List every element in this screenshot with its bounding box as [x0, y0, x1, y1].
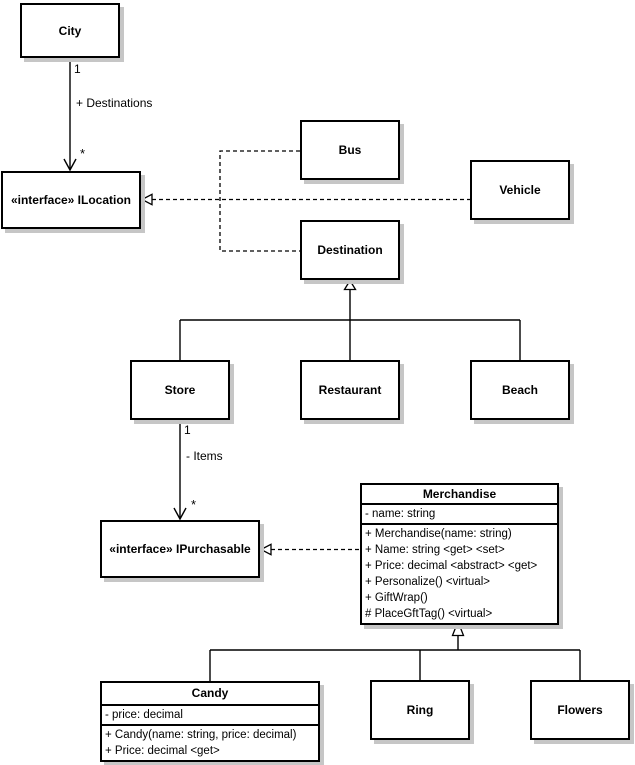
interface-box-ipurchasable[interactable]: «interface» IPurchasable — [100, 520, 260, 578]
interface-name-ilocation: «interface» ILocation — [10, 193, 132, 207]
method-row: + Price: decimal <abstract> <get> — [365, 560, 538, 572]
arrowhead-open-ilocation — [63, 158, 77, 172]
class-name-store: Store — [164, 383, 196, 397]
class-name-flowers: Flowers — [557, 703, 603, 717]
class-name-city: City — [58, 23, 82, 38]
class-title-merchandise: Merchandise — [362, 485, 557, 505]
method-row: # PlaceGftTag() <virtual> — [365, 608, 493, 620]
method-row: + Price: decimal <get> — [105, 745, 220, 757]
class-name-ring: Ring — [406, 703, 434, 717]
class-box-beach[interactable]: Beach — [470, 360, 570, 420]
attribute-row: - price: decimal — [105, 709, 183, 721]
edge-bus-branch-dashed — [219, 150, 300, 252]
interface-box-ilocation[interactable]: «interface» ILocation — [1, 171, 141, 229]
class-name-vehicle: Vehicle — [499, 183, 541, 197]
class-box-city[interactable]: City — [20, 3, 120, 58]
method-row: + Name: string <get> <set> — [365, 544, 505, 556]
class-name-destination: Destination — [317, 243, 383, 257]
method-row: + Merchandise(name: string) — [365, 528, 512, 540]
methods-compartment-merchandise: + Merchandise(name: string) + Name: stri… — [362, 525, 557, 623]
role-label-items: - Items — [186, 449, 223, 463]
class-box-bus[interactable]: Bus — [300, 120, 400, 180]
method-row: + Personalize() <virtual> — [365, 576, 490, 588]
class-box-merchandise[interactable]: Merchandise - name: string + Merchandise… — [360, 483, 559, 625]
multiplicity-city-end: 1 — [74, 62, 81, 76]
class-name-beach: Beach — [501, 383, 539, 397]
class-box-flowers[interactable]: Flowers — [530, 680, 630, 740]
arrowhead-open-ipurchasable — [173, 507, 187, 521]
class-box-vehicle[interactable]: Vehicle — [470, 160, 570, 220]
triangle-generalize-destination — [343, 279, 357, 291]
class-box-candy[interactable]: Candy - price: decimal + Candy(name: str… — [100, 681, 320, 762]
attributes-compartment-candy: - price: decimal — [102, 706, 318, 726]
triangle-generalize-merchandise — [451, 619, 465, 637]
class-name-restaurant: Restaurant — [318, 383, 382, 397]
attribute-row: - name: string — [365, 508, 436, 520]
multiplicity-ipurchasable-end: * — [191, 497, 197, 512]
role-label-destinations: + Destinations — [76, 96, 153, 110]
class-box-destination[interactable]: Destination — [300, 220, 400, 280]
multiplicity-ilocation-end: * — [80, 146, 86, 161]
triangle-realize-ipurchasable — [259, 543, 272, 556]
method-row: + GiftWrap() — [365, 592, 428, 604]
method-row: + Candy(name: string, price: decimal) — [105, 729, 297, 741]
triangle-realize-ilocation — [140, 193, 153, 206]
multiplicity-store-end: 1 — [184, 423, 191, 437]
attributes-compartment-merchandise: - name: string — [362, 505, 557, 525]
interface-name-ipurchasable: «interface» IPurchasable — [109, 542, 251, 556]
class-title-candy: Candy — [102, 683, 318, 706]
class-box-store[interactable]: Store — [130, 360, 230, 420]
class-name-bus: Bus — [338, 143, 362, 157]
class-box-restaurant[interactable]: Restaurant — [300, 360, 400, 420]
methods-compartment-candy: + Candy(name: string, price: decimal) + … — [102, 726, 318, 760]
class-box-ring[interactable]: Ring — [370, 680, 470, 740]
